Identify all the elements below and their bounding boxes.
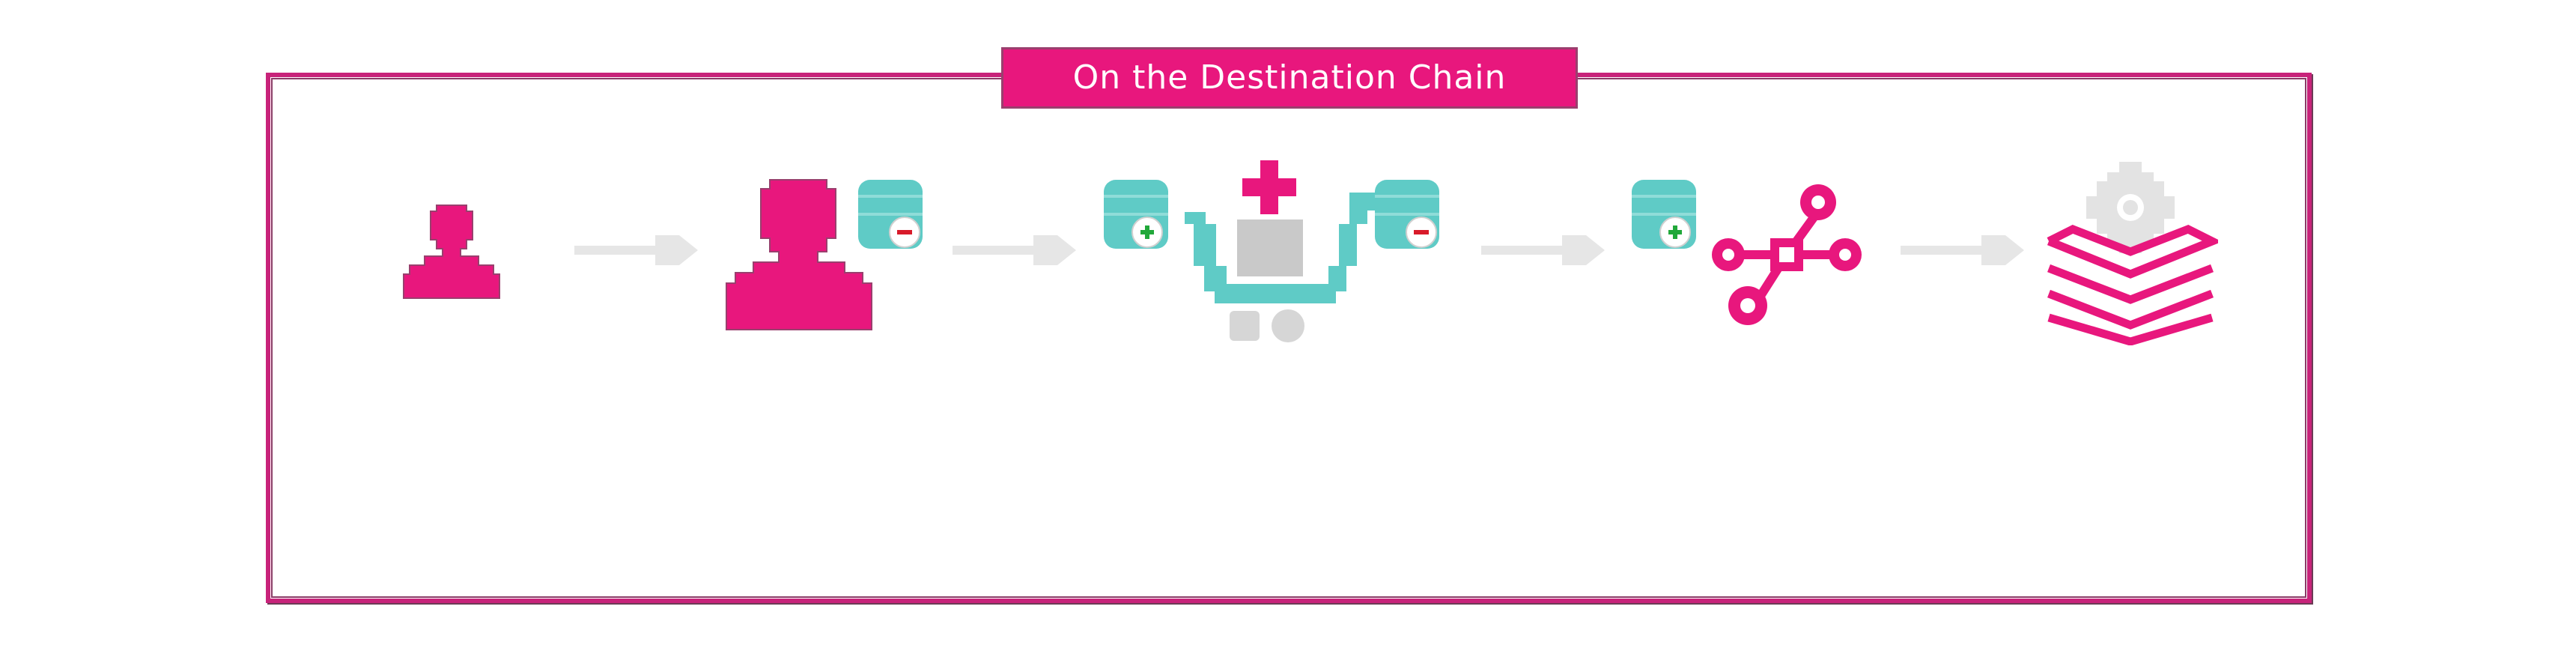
flow-arrow bbox=[1481, 235, 1605, 265]
user-icon bbox=[726, 179, 872, 330]
shopping-cart-icon bbox=[1177, 193, 1378, 342]
database-plus-icon bbox=[1632, 180, 1696, 249]
database-plus-icon bbox=[1104, 180, 1168, 249]
user-icon bbox=[403, 205, 500, 299]
flow-arrow bbox=[1901, 235, 2024, 265]
flow-arrow bbox=[953, 235, 1076, 265]
flow-arrow bbox=[574, 235, 698, 265]
network-hub-icon bbox=[1712, 184, 1862, 325]
database-minus-icon bbox=[1375, 180, 1439, 249]
gear-icon bbox=[2086, 162, 2175, 253]
plus-icon bbox=[1242, 160, 1296, 214]
layered-stack-icon bbox=[2047, 224, 2218, 345]
diagram-title: On the Destination Chain bbox=[1001, 47, 1578, 109]
database-minus-icon bbox=[858, 180, 923, 249]
